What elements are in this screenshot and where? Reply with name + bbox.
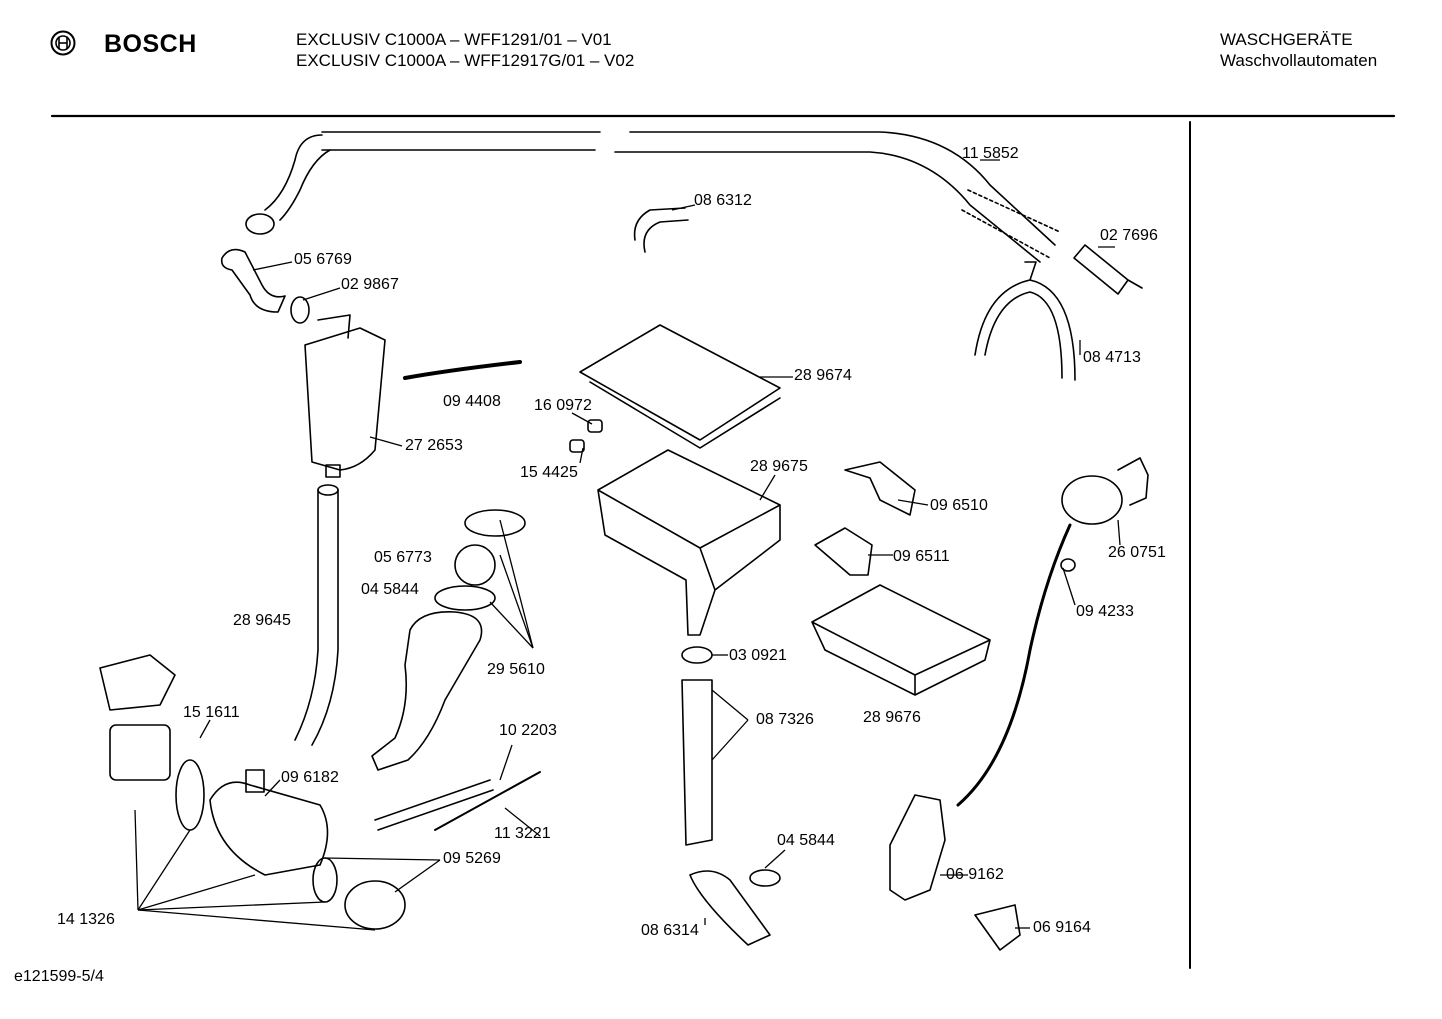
detergent-housing-part [597, 449, 781, 636]
category-subtitle: Waschvollautomaten [1220, 51, 1378, 70]
part-label: 05 6773 [374, 549, 432, 566]
part-label: 11 5852 [962, 145, 1019, 162]
filter-cap-part [344, 880, 406, 930]
brand-name: BOSCH [104, 30, 197, 58]
air-trap-part [304, 314, 386, 471]
pipe-08-7326-part [681, 679, 713, 846]
ring-04-5844-part [434, 585, 496, 611]
part-label: 02 9867 [341, 276, 399, 293]
ring-03-0921-part [681, 646, 713, 664]
gasket-29-5610-part [464, 509, 526, 537]
part-label: 06 9162 [946, 866, 1004, 883]
bosch-logo-icon [50, 30, 76, 56]
part-09-6511 [814, 527, 873, 576]
bracket-06-9162-part [889, 794, 946, 901]
part-06-9164 [974, 904, 1021, 951]
elbow-part [220, 248, 286, 313]
pressure-switch-part [1061, 475, 1123, 525]
wire-11-3221-part [434, 771, 541, 831]
part-label: 28 9675 [750, 458, 808, 475]
part-label: 08 7326 [756, 711, 814, 728]
part-09-6510 [844, 461, 916, 516]
small-hose-part [633, 207, 689, 253]
part-label: 15 4425 [520, 464, 578, 481]
part-label: 09 4408 [443, 393, 501, 410]
part-label: 08 6314 [641, 922, 699, 939]
part-label: 15 1611 [183, 704, 240, 721]
ring-09-5269-part [312, 857, 338, 903]
top-cover-part [579, 324, 781, 449]
detergent-drawer-part [811, 584, 991, 696]
hose-08-6314-part [689, 870, 771, 946]
part-label: 28 9645 [233, 612, 291, 629]
part-label: 27 2653 [405, 437, 463, 454]
ball-05-6773-part [454, 544, 496, 586]
cover-part [99, 654, 176, 711]
model-line-2: EXCLUSIV C1000A – WFF12917G/01 – V02 [296, 51, 635, 70]
part-label: 09 6510 [930, 497, 988, 514]
part-label: 05 6769 [294, 251, 352, 268]
part-label: 29 5610 [487, 661, 545, 678]
drawing-id: e121599-5/4 [14, 968, 104, 985]
part-label: 28 9674 [794, 367, 852, 384]
plug-part [1073, 244, 1143, 295]
part-label: 09 6511 [893, 548, 950, 565]
drain-hose-part [245, 131, 1061, 263]
part-label: 16 0972 [534, 397, 592, 414]
pump-housing-part [209, 781, 329, 876]
pump-motor-part [109, 724, 171, 781]
bellows-part [371, 611, 483, 771]
part-label: 02 7696 [1100, 227, 1158, 244]
part-label: 28 9676 [863, 709, 921, 726]
part-label: 04 5844 [361, 581, 419, 598]
part-label: 04 5844 [777, 832, 835, 849]
pump-spout-part [245, 769, 265, 793]
ring-15-1611-part [175, 759, 205, 831]
part-label: 11 3221 [494, 825, 551, 842]
pressure-tube-part [956, 523, 1072, 807]
hose-clip-part [974, 261, 1076, 381]
ring-04-5844-b-part [749, 869, 781, 887]
part-label: 03 0921 [729, 647, 787, 664]
hose-10-2203-part [374, 779, 494, 831]
hose-28-9645-part [294, 489, 339, 746]
part-label: 10 2203 [499, 722, 557, 739]
part-label: 09 6182 [281, 769, 339, 786]
tube-09-4408-part [403, 360, 522, 380]
cap-16-0972-part [587, 419, 603, 433]
part-label: 09 4233 [1076, 603, 1134, 620]
cap-15-4425-part [569, 439, 585, 453]
part-label: 08 4713 [1083, 349, 1141, 366]
air-trap-outlet-part [325, 464, 341, 478]
part-label: 08 6312 [694, 192, 752, 209]
seal-ring-part [290, 296, 310, 324]
part-label: 09 5269 [443, 850, 501, 867]
part-label: 06 9164 [1033, 919, 1091, 936]
clip-09-4233-part [1060, 558, 1076, 572]
category-title: WASCHGERÄTE [1220, 30, 1353, 49]
pressure-switch-bracket-part [1117, 457, 1149, 506]
model-line-1: EXCLUSIV C1000A – WFF1291/01 – V01 [296, 30, 612, 49]
part-label: 26 0751 [1108, 544, 1166, 561]
part-label: 14 1326 [57, 911, 115, 928]
